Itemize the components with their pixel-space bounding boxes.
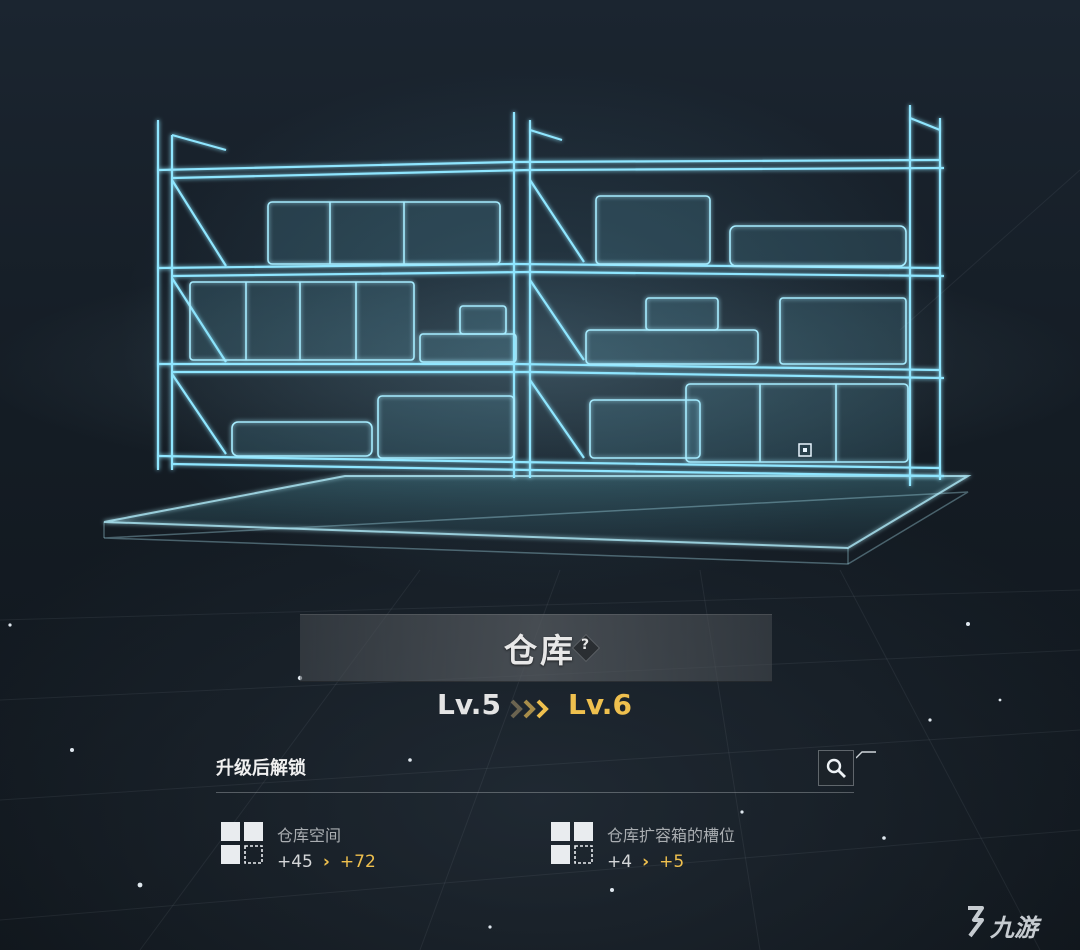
detail-search-button[interactable] [818, 750, 854, 786]
value-to: +72 [339, 852, 376, 872]
section-divider [216, 792, 854, 793]
corner-accent-icon [856, 751, 876, 759]
unlock-name: 仓库空间 [277, 826, 342, 845]
value-from: +4 [607, 852, 633, 872]
level-transition: Lv.5 Lv.6 [0, 688, 1080, 728]
current-level: Lv.5 [437, 688, 501, 721]
title-panel [300, 614, 772, 682]
chevron-right-icon: › [322, 852, 330, 872]
chevron-right-icon: › [642, 852, 650, 872]
grid-slot-icon [221, 822, 263, 864]
value-from: +45 [277, 852, 313, 872]
unlock-values: +45 › +72 [277, 852, 376, 872]
storage-crates [189, 195, 909, 463]
building-title: 仓库 [504, 631, 576, 670]
unlock-name: 仓库扩容箱的槽位 [607, 826, 736, 845]
magnifier-icon [826, 758, 846, 778]
grid-slot-icon [551, 822, 593, 864]
next-level: Lv.6 [568, 688, 632, 721]
help-label: ? [580, 637, 590, 653]
unlock-section-title: 升级后解锁 [216, 758, 306, 779]
watermark-logo-icon [968, 906, 984, 938]
unlock-values: +4 › +5 [607, 852, 684, 872]
hologram-platform [103, 475, 972, 565]
floor-light-dots [8, 622, 1002, 929]
level-arrow-icon [510, 699, 549, 719]
help-button[interactable]: ? [571, 633, 601, 663]
watermark-text: 九游 [990, 914, 1038, 942]
value-to: +5 [659, 852, 685, 872]
